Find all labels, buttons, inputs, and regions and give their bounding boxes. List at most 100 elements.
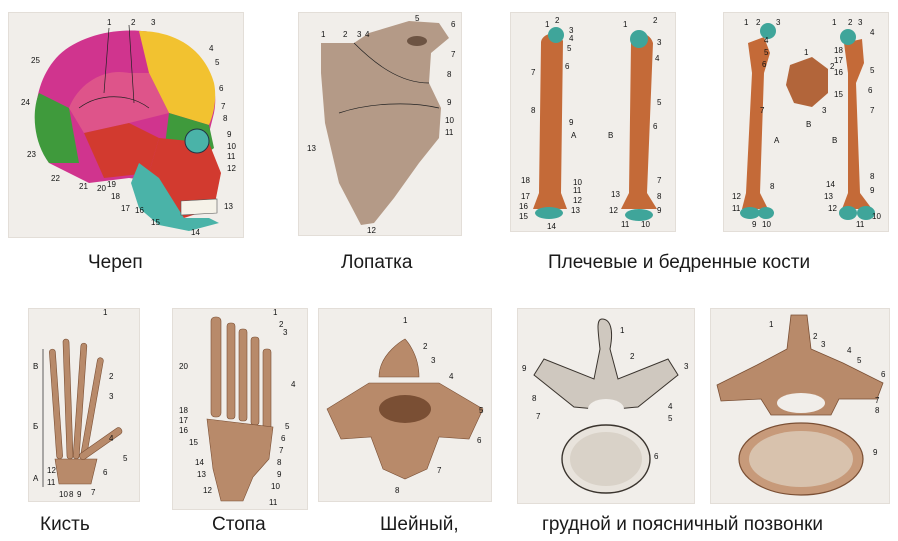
svg-text:1: 1 — [769, 320, 774, 329]
svg-text:25: 25 — [31, 56, 40, 65]
svg-text:10: 10 — [59, 490, 68, 499]
svg-text:22: 22 — [51, 174, 60, 183]
svg-text:17: 17 — [834, 56, 843, 65]
svg-text:8: 8 — [770, 182, 775, 191]
svg-text:18: 18 — [179, 406, 188, 415]
svg-text:6: 6 — [477, 436, 482, 445]
svg-text:12: 12 — [47, 466, 56, 475]
svg-text:4: 4 — [569, 34, 574, 43]
svg-text:2: 2 — [630, 352, 635, 361]
svg-text:12: 12 — [367, 226, 376, 235]
svg-text:6: 6 — [565, 62, 570, 71]
svg-text:5: 5 — [857, 356, 862, 365]
femur-label-a: A — [774, 136, 780, 145]
svg-text:11: 11 — [445, 128, 454, 137]
svg-text:16: 16 — [179, 426, 188, 435]
svg-text:8: 8 — [223, 114, 228, 123]
svg-text:7: 7 — [279, 446, 284, 455]
svg-text:4: 4 — [209, 44, 214, 53]
svg-text:1: 1 — [744, 18, 749, 27]
svg-text:11: 11 — [856, 220, 865, 229]
svg-text:3: 3 — [822, 106, 827, 115]
svg-text:5: 5 — [415, 14, 420, 23]
svg-text:7: 7 — [536, 412, 541, 421]
svg-text:10: 10 — [573, 178, 582, 187]
svg-text:4: 4 — [870, 28, 875, 37]
svg-text:10: 10 — [227, 142, 236, 151]
svg-text:7: 7 — [451, 50, 456, 59]
svg-text:6: 6 — [653, 122, 658, 131]
svg-text:6: 6 — [881, 370, 886, 379]
svg-text:3: 3 — [357, 30, 362, 39]
svg-text:16: 16 — [834, 68, 843, 77]
svg-text:21: 21 — [79, 182, 88, 191]
svg-text:6: 6 — [281, 434, 286, 443]
svg-text:8: 8 — [870, 172, 875, 181]
svg-text:18: 18 — [111, 192, 120, 201]
svg-text:2: 2 — [653, 16, 658, 25]
svg-text:20: 20 — [179, 362, 188, 371]
svg-text:15: 15 — [151, 218, 160, 227]
svg-text:11: 11 — [732, 204, 741, 213]
caption-scapula: Лопатка — [341, 252, 412, 274]
svg-text:13: 13 — [571, 206, 580, 215]
svg-text:8: 8 — [277, 458, 282, 467]
svg-text:12: 12 — [573, 196, 582, 205]
svg-text:4: 4 — [847, 346, 852, 355]
svg-text:2: 2 — [131, 18, 136, 27]
svg-text:14: 14 — [547, 222, 556, 231]
cervical-vertebra-figure: 123 456 78 — [318, 308, 492, 502]
svg-text:9: 9 — [657, 206, 662, 215]
caption-skull: Череп — [88, 252, 143, 274]
svg-text:8: 8 — [532, 394, 537, 403]
svg-text:9: 9 — [569, 118, 574, 127]
svg-text:12: 12 — [828, 204, 837, 213]
svg-text:8: 8 — [657, 192, 662, 201]
svg-text:5: 5 — [215, 58, 220, 67]
svg-text:10: 10 — [762, 220, 771, 229]
svg-text:13: 13 — [824, 192, 833, 201]
svg-text:6: 6 — [762, 60, 767, 69]
svg-text:9: 9 — [870, 186, 875, 195]
svg-text:20: 20 — [97, 184, 106, 193]
svg-text:12: 12 — [609, 206, 618, 215]
svg-text:1: 1 — [321, 30, 326, 39]
svg-text:11: 11 — [47, 478, 56, 487]
svg-text:7: 7 — [875, 396, 880, 405]
svg-text:9: 9 — [873, 448, 878, 457]
svg-text:11: 11 — [573, 186, 582, 195]
svg-text:9: 9 — [277, 470, 282, 479]
svg-text:9: 9 — [522, 364, 527, 373]
svg-text:10: 10 — [641, 220, 650, 229]
skull-illustration: 123 456 789 101112 131415 161718 192021 … — [9, 13, 243, 237]
svg-text:1: 1 — [623, 20, 628, 29]
svg-text:2: 2 — [848, 18, 853, 27]
svg-text:9: 9 — [752, 220, 757, 229]
svg-text:5: 5 — [479, 406, 484, 415]
svg-text:4: 4 — [449, 372, 454, 381]
foot-figure: 123 456 789 101112 131415 161718 20 — [172, 308, 308, 510]
svg-text:8: 8 — [69, 490, 74, 499]
svg-text:14: 14 — [826, 180, 835, 189]
thoracic-vertebra-illustration: 123 456 789 — [518, 309, 694, 503]
svg-text:14: 14 — [191, 228, 200, 237]
svg-text:9: 9 — [227, 130, 232, 139]
svg-text:3: 3 — [109, 392, 114, 401]
svg-text:4: 4 — [655, 54, 660, 63]
svg-text:16: 16 — [519, 202, 528, 211]
svg-text:3: 3 — [776, 18, 781, 27]
svg-text:Б: Б — [33, 422, 38, 431]
hand-illustration: ВБА 123 456 789 101112 — [29, 309, 139, 501]
humerus-figure: A B 123 456 789 181716 151413 121110 123… — [510, 12, 676, 232]
svg-text:5: 5 — [870, 66, 875, 75]
svg-text:9: 9 — [447, 98, 452, 107]
svg-text:2: 2 — [756, 18, 761, 27]
svg-text:8: 8 — [875, 406, 880, 415]
svg-text:8: 8 — [531, 106, 536, 115]
svg-text:11: 11 — [621, 220, 630, 229]
svg-text:7: 7 — [221, 102, 226, 111]
lumbar-vertebra-figure: 123 456 789 — [710, 308, 890, 504]
svg-text:17: 17 — [521, 192, 530, 201]
svg-text:5: 5 — [567, 44, 572, 53]
humerus-illustration: A B 123 456 789 181716 151413 121110 123… — [511, 13, 675, 231]
